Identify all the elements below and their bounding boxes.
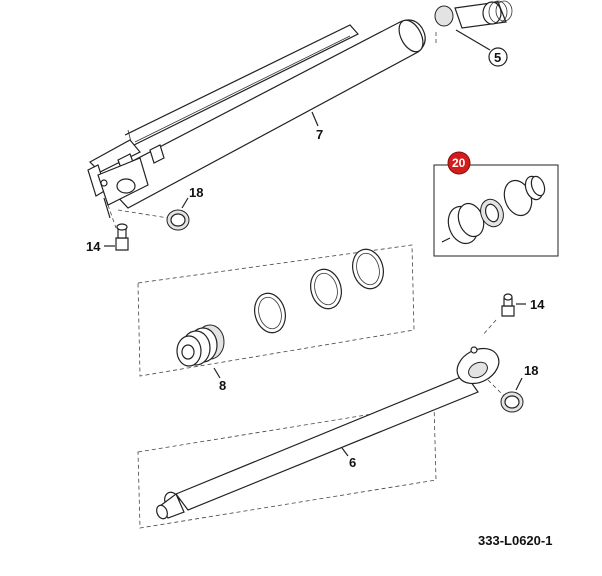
bushing-right: 18 bbox=[487, 363, 538, 413]
drawing-reference: 333-L0620-1 bbox=[478, 533, 552, 548]
highlight-badge bbox=[447, 151, 471, 175]
callout-7: 7 bbox=[316, 127, 323, 142]
callout-8: 8 bbox=[219, 378, 226, 393]
callout-14-top: 14 bbox=[86, 239, 101, 254]
grease-fitting-right: 14 bbox=[481, 293, 545, 337]
callout-18-right: 18 bbox=[524, 363, 538, 378]
piston-rod: 6 bbox=[137, 346, 500, 529]
callout-5: 5 bbox=[494, 50, 501, 65]
callout-20: 20 bbox=[452, 156, 466, 170]
cylinder-barrel: 7 bbox=[87, 19, 426, 219]
callout-14-right: 14 bbox=[530, 297, 545, 312]
gland-assembly-part: 5 bbox=[434, 0, 513, 67]
bushing-top: 18 bbox=[117, 185, 203, 231]
seal-kit-box: 20 bbox=[433, 151, 559, 257]
grease-fitting-top: 14 bbox=[86, 204, 129, 254]
callout-6: 6 bbox=[349, 455, 356, 470]
seal-ring-group: 8 bbox=[137, 244, 415, 393]
callout-18-top: 18 bbox=[189, 185, 203, 200]
